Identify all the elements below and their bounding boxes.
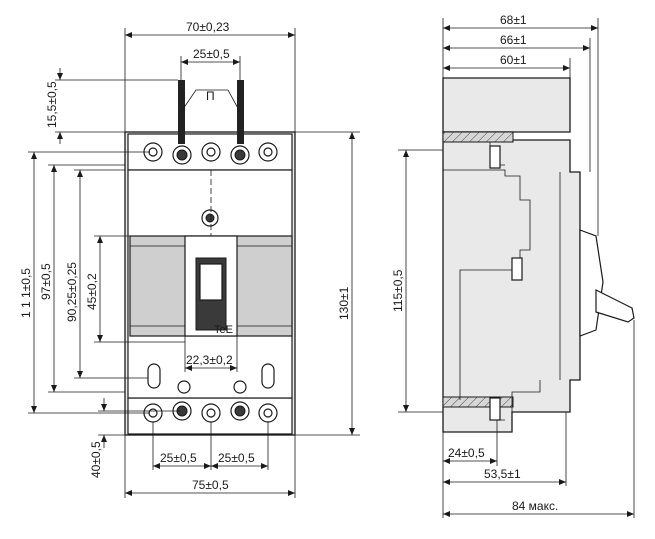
brand-badge: TeE	[214, 324, 233, 336]
dim-depth-max: 84 макс.	[512, 499, 558, 513]
dim-depth-24: 24±0,5	[448, 446, 485, 460]
front-view: П TeE	[124, 80, 296, 436]
side-view	[442, 77, 635, 433]
dim-handle-width: 22,3±0,2	[186, 353, 233, 367]
dim-depth-66: 66±1	[500, 33, 527, 47]
dim-bottom-spacing-right: 25±0,5	[218, 451, 255, 465]
dim-depth-68: 68±1	[500, 13, 527, 27]
dim-pin-height: 15,5±0,5	[45, 81, 59, 128]
dim-pin-spacing: 25±0,5	[193, 47, 230, 61]
dim-height-130: 130±1	[337, 286, 351, 320]
dim-height-90: 90,25±0,25	[65, 262, 79, 322]
handle-side[interactable]	[579, 229, 604, 337]
front-dimensions: 70±0,23 25±0,5 15,5±0,5 1 1 1±0,5 97±0,5…	[19, 20, 360, 498]
dim-width-top: 70±0,23	[186, 20, 230, 34]
dim-depth-53: 53,5±1	[484, 467, 521, 481]
pin-label: П	[206, 89, 215, 103]
upper-section-hatch	[442, 131, 514, 143]
dim-bottom-spacing-left: 25±0,5	[160, 451, 197, 465]
aux-pin-right	[237, 80, 244, 144]
bottom-terminal-screws	[143, 401, 278, 423]
dim-width-bottom: 75±0,5	[192, 478, 229, 492]
dim-height-97: 97±0,5	[39, 263, 53, 300]
top-terminal-screws	[143, 142, 278, 165]
lower-section-hatch	[442, 396, 514, 408]
slot-right	[261, 363, 275, 389]
aux-pin-left	[178, 80, 185, 144]
dim-depth-60: 60±1	[500, 53, 527, 67]
side-housing	[442, 77, 571, 133]
dim-height-45: 45±0,2	[85, 273, 99, 310]
dim-height-111: 1 1 1±0,5	[19, 268, 33, 318]
side-dimensions: 68±1 66±1 60±1 115±0,5 24±0,5 53,5±1 84 …	[391, 13, 635, 518]
slot-left	[147, 363, 161, 389]
dim-height-115: 115±0,5	[391, 269, 405, 312]
dim-bottom-height: 40±0,5	[89, 441, 103, 478]
